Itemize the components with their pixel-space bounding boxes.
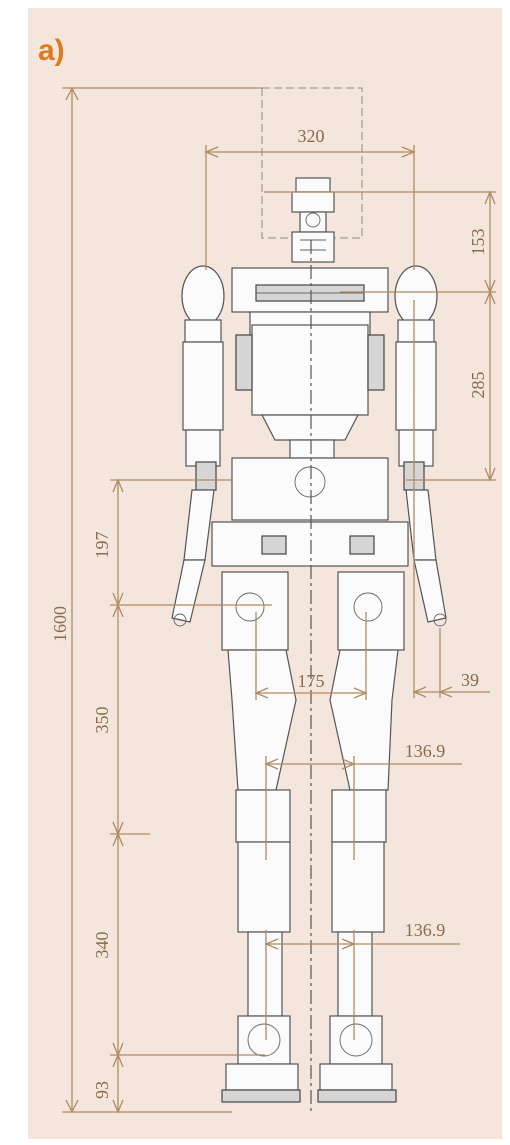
dim-knee-width: 136.9 [405,741,446,761]
dim-torso-height: 285 [468,372,488,399]
panel-label: a) [38,34,65,67]
dim-ankle-height: 93 [92,1081,112,1099]
robot-torso [231,267,389,459]
dim-shoulder-width: 320 [298,126,325,146]
dim-total-height: 1600 [50,606,70,642]
robot-left-arm [171,265,225,627]
robot-head [291,177,335,263]
dimension-labels: 1600 320 153 285 197 350 340 93 175 39 1… [50,126,488,1099]
robot-right-arm [394,265,447,627]
dim-hip-width: 175 [298,671,325,691]
dimension-lines [62,86,496,1114]
robot-left-leg [221,571,301,1103]
dim-thigh-length: 350 [92,707,112,734]
robot-drawing [171,87,447,1115]
dim-hand-offset: 39 [461,670,479,690]
dim-ankle-width: 136.9 [405,920,446,940]
robot-pelvis [211,457,409,567]
dim-head-height: 153 [468,229,488,256]
dim-upper-hip-height: 197 [92,532,112,559]
robot-right-leg [317,571,405,1103]
dim-shank-length: 340 [92,932,112,959]
